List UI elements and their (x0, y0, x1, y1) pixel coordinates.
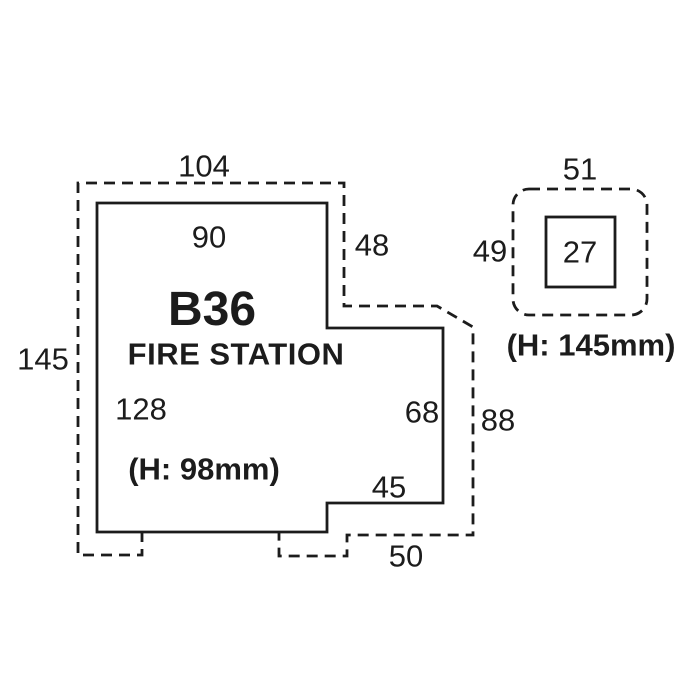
tower-wall-outline (544, 215, 617, 289)
main-building-height-note: (H: 98mm) (128, 451, 280, 487)
dim-tower-overhang-top-width: 51 (562, 151, 598, 187)
dim-main-wing-right-height: 68 (404, 394, 440, 430)
dim-tower-overhang-left-height: 49 (472, 233, 508, 269)
tower-code: 27 (562, 234, 598, 270)
main-building-name: FIRE STATION (127, 336, 345, 372)
dim-main-overhang-left-height: 145 (17, 341, 69, 377)
dim-main-wing-bottom-width: 45 (371, 469, 407, 505)
dim-main-overhang-bottom-width: 50 (388, 538, 424, 574)
dim-main-overhang-right-lower: 88 (480, 402, 516, 438)
tower-overhang-outline-dashed (511, 187, 649, 317)
main-building-code: B36 (167, 283, 257, 336)
main-overhang-outline-dashed (76, 181, 475, 558)
main-wall-outline (95, 201, 445, 534)
dim-main-overhang-right-upper: 48 (354, 227, 390, 263)
dim-main-overhang-top-width: 104 (178, 148, 230, 184)
dim-main-wall-top-width: 90 (191, 219, 227, 255)
tower-height-note: (H: 145mm) (506, 327, 676, 363)
dim-main-wall-left-height: 128 (115, 391, 167, 427)
